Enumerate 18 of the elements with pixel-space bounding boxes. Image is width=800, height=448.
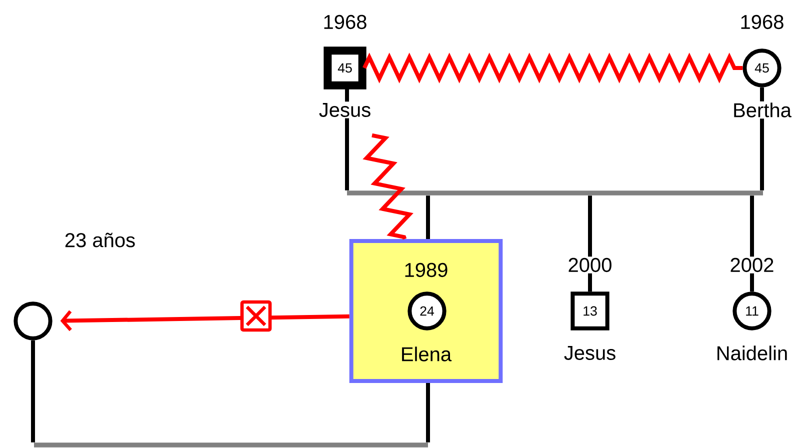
conflict-line [362,133,414,240]
year-label: 1968 [738,14,786,30]
family-line [760,87,764,190]
name-label: Jesus [318,102,372,118]
year-label: 2000 [566,256,614,274]
family-line [31,340,35,442]
note-text: 23 años [65,232,135,248]
name-label: Bertha [731,101,793,119]
family-line [426,383,430,442]
name-label: Jesus [562,344,618,362]
family-line [345,87,349,190]
year-label: 1968 [321,14,369,30]
family-line [426,196,430,239]
person-circle [14,302,52,340]
cutoff-arrow [60,310,350,332]
name-label: Naidelin [714,344,790,362]
conflict-line [362,52,743,84]
year-label: 2002 [728,256,776,274]
